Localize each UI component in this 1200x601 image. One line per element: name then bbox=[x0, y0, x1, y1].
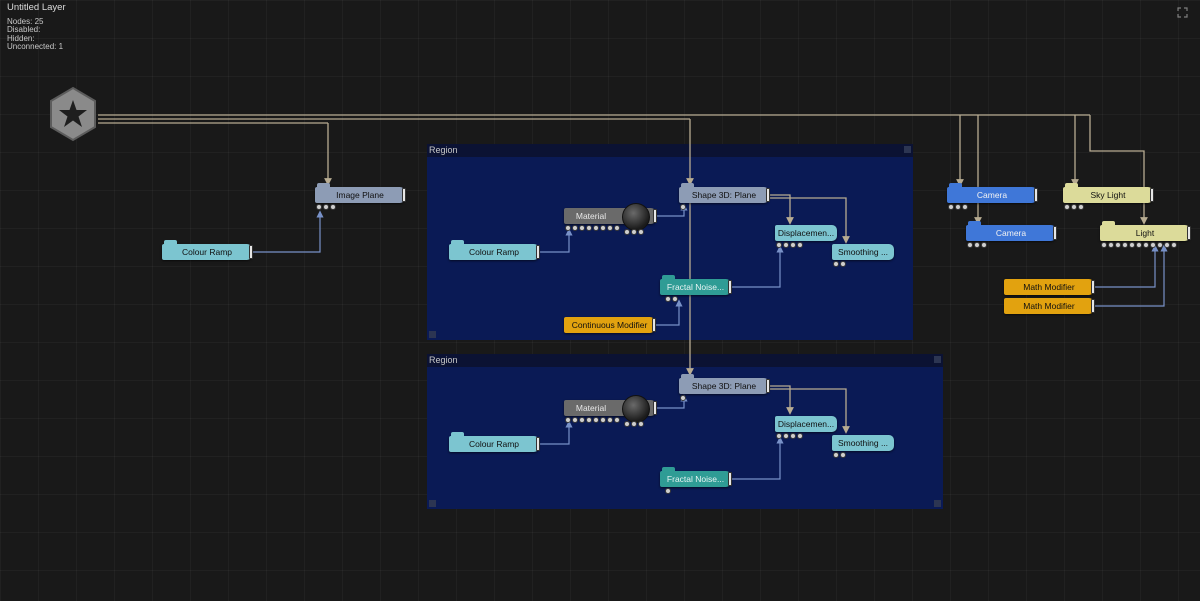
region-resize-handle[interactable] bbox=[934, 500, 941, 507]
material-sphere-icon bbox=[622, 203, 650, 231]
node-ports[interactable] bbox=[833, 452, 846, 458]
node-ports[interactable] bbox=[776, 433, 803, 439]
stat-disabled: Disabled: bbox=[7, 25, 41, 34]
node-ports[interactable] bbox=[680, 395, 686, 401]
node-label: Light bbox=[1135, 228, 1155, 238]
node-ports[interactable] bbox=[948, 204, 968, 210]
node-ports[interactable] bbox=[565, 225, 620, 231]
region-label: Region bbox=[429, 145, 458, 155]
node-camera-2[interactable]: Camera bbox=[966, 221, 1057, 241]
node-label: Shape 3D: Plane bbox=[691, 190, 757, 200]
node-fractal-noise-r2[interactable]: Fractal Noise... bbox=[660, 467, 732, 487]
node-label: Math Modifier bbox=[1023, 301, 1075, 311]
node-label: Displacemen... bbox=[777, 228, 835, 238]
node-ports[interactable] bbox=[680, 204, 686, 210]
expand-icon[interactable] bbox=[1177, 7, 1188, 18]
node-label: Math Modifier bbox=[1023, 282, 1075, 292]
node-label: Colour Ramp bbox=[468, 439, 520, 449]
node-ports[interactable] bbox=[665, 296, 678, 302]
node-colour-ramp-r1[interactable]: Colour Ramp bbox=[449, 240, 540, 260]
node-label: Colour Ramp bbox=[468, 247, 520, 257]
node-image-plane[interactable]: Image Plane bbox=[315, 183, 406, 203]
node-ports[interactable] bbox=[776, 242, 803, 248]
node-colour-ramp[interactable]: Colour Ramp bbox=[162, 240, 253, 260]
node-ports[interactable] bbox=[833, 261, 846, 267]
node-smoothing-r1[interactable]: Smoothing ... bbox=[832, 244, 894, 260]
node-label: Sky Light bbox=[1090, 190, 1126, 200]
node-shape3d-plane-r2[interactable]: Shape 3D: Plane bbox=[679, 374, 770, 394]
node-math-modifier-1[interactable]: Math Modifier bbox=[1004, 279, 1095, 295]
node-label: Smoothing ... bbox=[837, 247, 889, 257]
node-ports[interactable] bbox=[316, 204, 336, 210]
region-label: Region bbox=[429, 355, 458, 365]
node-displacement-r2[interactable]: Displacemen... bbox=[775, 416, 837, 432]
node-label: Fractal Noise... bbox=[666, 474, 725, 484]
node-fractal-noise-r1[interactable]: Fractal Noise... bbox=[660, 275, 732, 295]
node-displacement-r1[interactable]: Displacemen... bbox=[775, 225, 837, 241]
region-collapse-handle[interactable] bbox=[934, 356, 941, 363]
stat-unconnected: Unconnected: 1 bbox=[7, 42, 64, 51]
region-1[interactable]: Region bbox=[427, 144, 913, 340]
node-label: Displacemen... bbox=[777, 419, 835, 429]
layer-info: Untitled Layer Nodes: 25 Disabled: Hidde… bbox=[7, 2, 66, 52]
node-label: Material bbox=[575, 211, 607, 221]
node-label: Camera bbox=[976, 190, 1008, 200]
node-light[interactable]: Light bbox=[1100, 221, 1191, 241]
material-sphere-icon bbox=[622, 395, 650, 423]
node-label: Shape 3D: Plane bbox=[691, 381, 757, 391]
node-label: Continuous Modifier bbox=[571, 320, 648, 330]
node-math-modifier-2[interactable]: Math Modifier bbox=[1004, 298, 1095, 314]
node-ports[interactable] bbox=[1064, 204, 1084, 210]
region-resize-handle[interactable] bbox=[429, 331, 436, 338]
region-collapse-handle[interactable] bbox=[904, 146, 911, 153]
node-label: Colour Ramp bbox=[181, 247, 233, 257]
node-label: Material bbox=[575, 403, 607, 413]
stat-nodes: Nodes: 25 bbox=[7, 16, 44, 26]
region-resize-handle[interactable] bbox=[429, 500, 436, 507]
node-ports[interactable] bbox=[1101, 242, 1177, 248]
node-shape3d-plane-r1[interactable]: Shape 3D: Plane bbox=[679, 183, 770, 203]
node-sky-light[interactable]: Sky Light bbox=[1063, 183, 1154, 203]
node-label: Image Plane bbox=[336, 190, 384, 200]
node-ports[interactable] bbox=[624, 421, 644, 427]
stat-hidden: Hidden: bbox=[7, 33, 35, 43]
node-ports[interactable] bbox=[624, 229, 644, 235]
node-label: Smoothing ... bbox=[837, 438, 889, 448]
node-colour-ramp-r2[interactable]: Colour Ramp bbox=[449, 432, 540, 452]
layer-title: Untitled Layer bbox=[7, 2, 66, 13]
gear-star-icon[interactable] bbox=[45, 86, 101, 142]
node-label: Fractal Noise... bbox=[666, 282, 725, 292]
node-ports[interactable] bbox=[665, 488, 671, 494]
node-continuous-modifier[interactable]: Continuous Modifier bbox=[564, 317, 656, 333]
node-label: Camera bbox=[995, 228, 1027, 238]
node-smoothing-r2[interactable]: Smoothing ... bbox=[832, 435, 894, 451]
node-ports[interactable] bbox=[565, 417, 620, 423]
node-ports[interactable] bbox=[967, 242, 987, 248]
node-camera-1[interactable]: Camera bbox=[947, 183, 1038, 203]
